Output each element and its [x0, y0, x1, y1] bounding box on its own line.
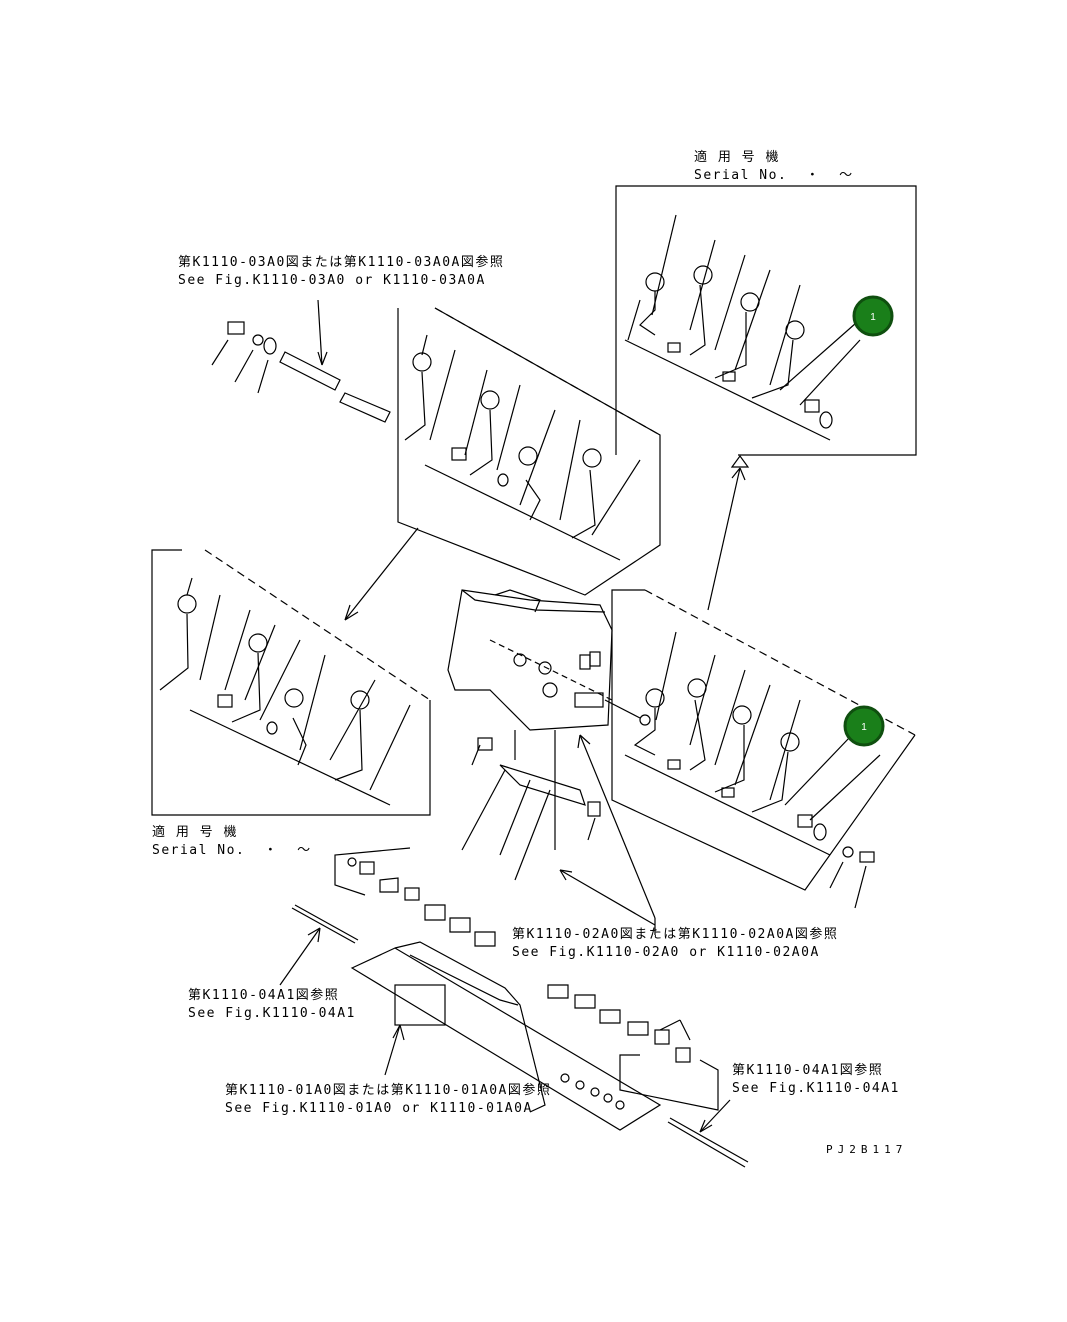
serial-callout-top-title: 適 用 号 機 [694, 150, 780, 165]
left-box [151, 549, 431, 816]
lower-assembly [279, 847, 749, 1168]
ref-k1110-01a0-en: See Fig.K1110-01A0 or K1110-01A0A [225, 1101, 533, 1116]
lever-set-middle [404, 334, 641, 561]
hotspot-top[interactable]: 1 [852, 295, 894, 337]
connector-arrows [344, 454, 750, 926]
lever-set-right [624, 631, 881, 856]
lower-bracket [461, 737, 601, 881]
central-housing [447, 589, 651, 850]
middle-upper-box [397, 307, 661, 596]
ref-k1110-04a1-right-en: See Fig.K1110-04A1 [732, 1081, 900, 1096]
serial-callout-top-serial: Serial No. ・ 〜 [694, 168, 854, 183]
hotspot-top-label: 1 [870, 312, 876, 323]
ref-k1110-02a0-jp: 第K1110-02A0図または第K1110-02A0A図参照 [512, 927, 839, 942]
serial-callout-left-title: 適 用 号 機 [152, 825, 238, 840]
lever-set-left [159, 577, 411, 806]
hotspot-right[interactable]: 1 [843, 705, 885, 747]
ref-k1110-02a0-en: See Fig.K1110-02A0 or K1110-02A0A [512, 945, 820, 960]
lever-set-top-right [624, 214, 861, 441]
hotspot-right-label: 1 [861, 722, 867, 733]
ref-k1110-04a1-left-jp: 第K1110-04A1図参照 [188, 988, 340, 1003]
right-box [611, 589, 916, 909]
ref-k1110-04a1-right-jp: 第K1110-04A1図参照 [732, 1063, 884, 1078]
ref-k1110-03a0-en: See Fig.K1110-03A0 or K1110-03A0A [178, 273, 486, 288]
serial-callout-left-serial: Serial No. ・ 〜 [152, 843, 312, 858]
drawing-code: PJ2B117 [826, 1143, 908, 1156]
ref-k1110-03a0-jp: 第K1110-03A0図または第K1110-03A0A図参照 [178, 255, 505, 270]
top-right-box [615, 185, 917, 456]
ref-k1110-01a0-jp: 第K1110-01A0図または第K1110-01A0A図参照 [225, 1083, 552, 1098]
ref-k1110-04a1-left-en: See Fig.K1110-04A1 [188, 1006, 356, 1021]
upper-left-shaft [211, 299, 391, 423]
